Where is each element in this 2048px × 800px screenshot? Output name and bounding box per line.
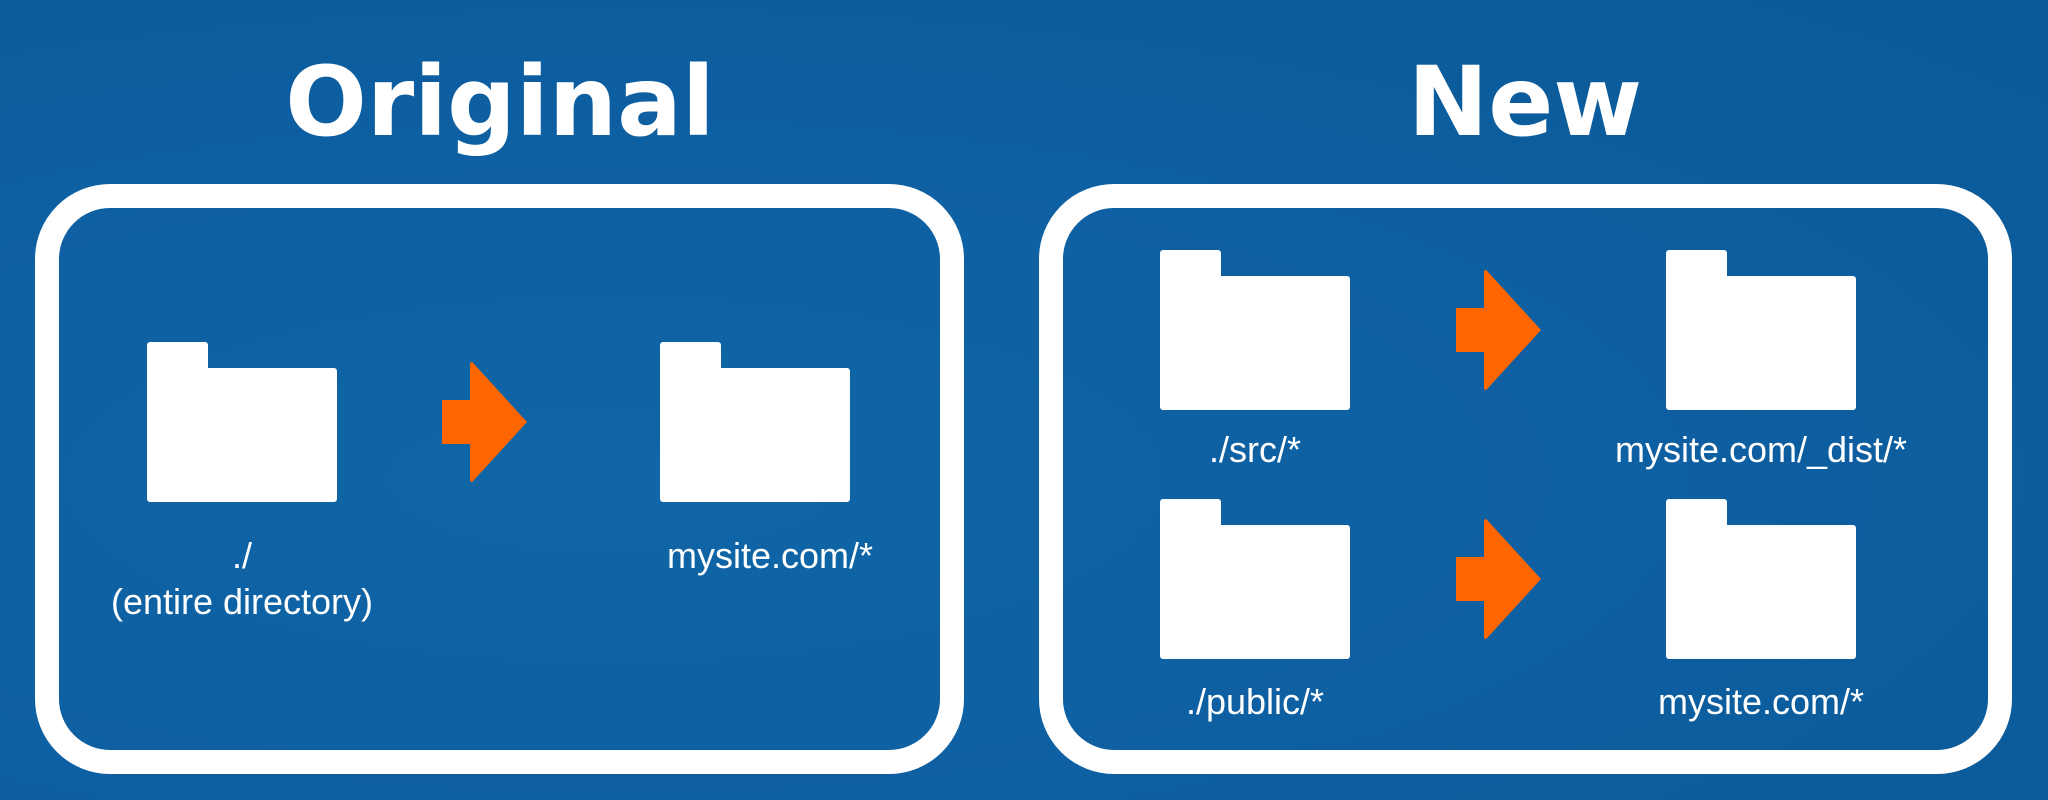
original-panel	[35, 184, 964, 774]
folder-icon	[660, 342, 850, 502]
folder-icon	[1160, 250, 1350, 410]
folder-icon	[1666, 250, 1856, 410]
new-title: New	[1407, 46, 1643, 158]
new-source-label: ./public/*	[1185, 681, 1325, 722]
folder-icon	[1666, 499, 1856, 659]
folder-icon	[147, 342, 337, 502]
original-target-label: mysite.com/*	[666, 535, 874, 576]
new-source-label: ./src/*	[1208, 429, 1301, 470]
folder-icon	[1160, 499, 1350, 659]
original-title: Original	[285, 46, 715, 158]
arrow-right-icon	[1456, 519, 1542, 639]
arrow-right-icon	[442, 362, 528, 482]
new-panel	[1039, 184, 2012, 774]
original-source-label: ./ (entire directory)	[82, 533, 402, 625]
arrow-right-icon	[1456, 270, 1542, 390]
new-target-label: mysite.com/*	[1657, 681, 1865, 722]
new-target-label: mysite.com/_dist/*	[1614, 429, 1908, 470]
original-source-note: (entire directory)	[110, 581, 374, 622]
original-source-path: ./	[231, 535, 252, 576]
